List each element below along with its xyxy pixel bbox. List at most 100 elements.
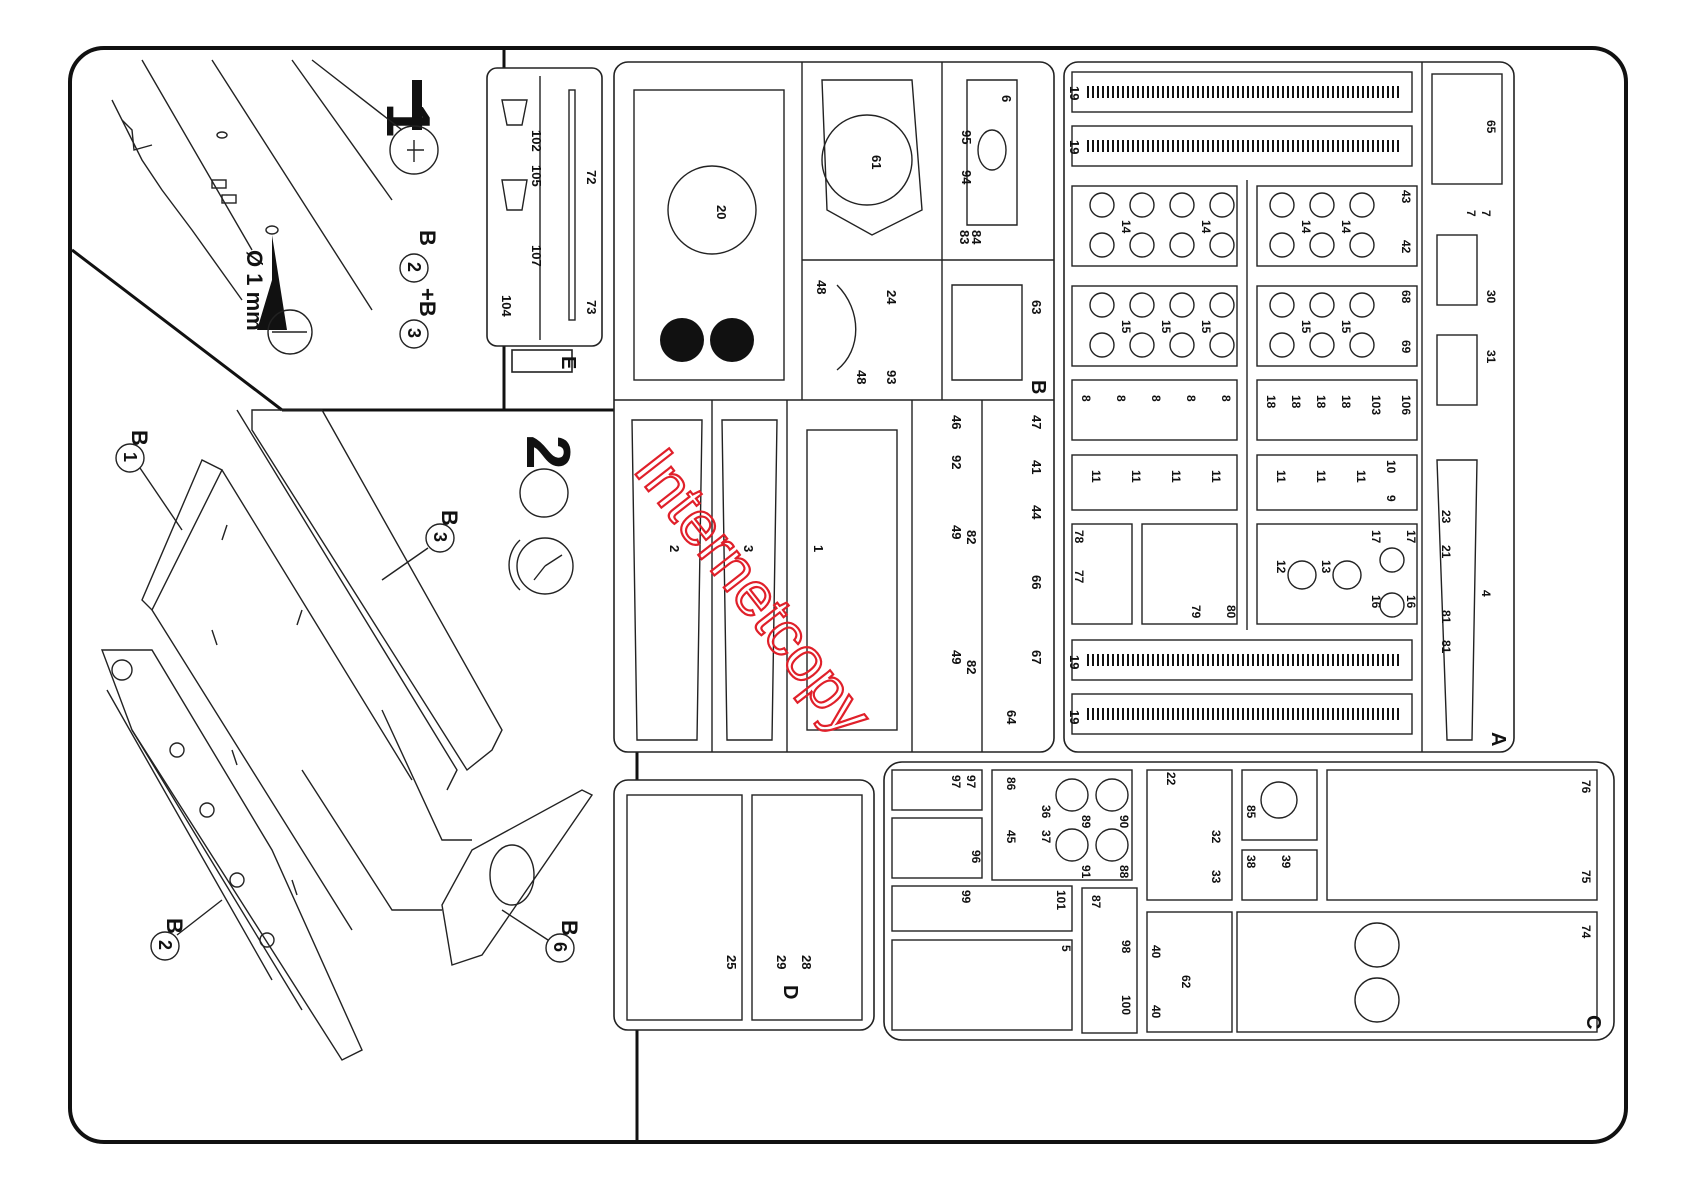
label-97b: 97 bbox=[949, 775, 963, 789]
road-wheel-hub-3 bbox=[229, 872, 245, 888]
label-103: 103 bbox=[1369, 395, 1383, 415]
sprue-d: 25 29 28 D bbox=[613, 779, 875, 1031]
label-14d: 14 bbox=[1339, 220, 1353, 234]
hull-side-b2-edges bbox=[106, 689, 303, 1011]
label-19c: 19 bbox=[1067, 655, 1082, 669]
label-28: 28 bbox=[799, 955, 814, 969]
label-20: 20 bbox=[714, 205, 729, 219]
box-11 bbox=[1071, 454, 1238, 511]
hull-slot-1 bbox=[211, 179, 227, 189]
rear-plate-b6 bbox=[441, 789, 594, 966]
sprue-a: 19 19 14 14 14 14 43 42 15 15 bbox=[1063, 61, 1515, 753]
callout-b1: B 1 bbox=[115, 430, 183, 531]
label-11f: 11 bbox=[1314, 470, 1328, 483]
sprue-e-label-72: 72 bbox=[584, 170, 599, 184]
callout-b1-number: 1 bbox=[120, 452, 140, 462]
part-88 bbox=[1095, 828, 1129, 862]
label-14c: 14 bbox=[1299, 220, 1313, 234]
callout-b3: B 3 bbox=[381, 510, 462, 581]
part-65 bbox=[1431, 73, 1503, 185]
part-74-hull bbox=[1236, 911, 1598, 1033]
callout-b6-number: 6 bbox=[550, 942, 570, 952]
part-48-cable bbox=[836, 284, 857, 371]
parts-28-29 bbox=[751, 794, 863, 1021]
label-38: 38 bbox=[1244, 855, 1258, 869]
label-99: 99 bbox=[959, 890, 973, 904]
road-wheel-hub-1 bbox=[169, 742, 185, 758]
label-40a: 40 bbox=[1149, 945, 1163, 959]
label-25: 25 bbox=[724, 955, 739, 969]
callout-b3-leader bbox=[381, 547, 429, 581]
direction-arrows bbox=[211, 524, 303, 896]
hull-slot-2 bbox=[221, 194, 237, 204]
label-36: 36 bbox=[1039, 805, 1053, 819]
label-12: 12 bbox=[1274, 560, 1288, 574]
label-101: 101 bbox=[1054, 890, 1068, 910]
box-15 bbox=[1071, 285, 1238, 367]
step1-number-glyph bbox=[412, 80, 422, 130]
box-79-80 bbox=[1141, 523, 1238, 625]
clock-hands bbox=[533, 554, 563, 581]
label-8b: 8 bbox=[1114, 395, 1128, 402]
road-wheel-hub-2 bbox=[199, 802, 215, 818]
label-11g: 11 bbox=[1354, 470, 1368, 483]
label-95: 95 bbox=[959, 130, 974, 144]
box-15b bbox=[1256, 285, 1418, 367]
box-12-13 bbox=[1256, 523, 1418, 625]
road-wheel-hub-4 bbox=[259, 932, 275, 948]
label-45: 45 bbox=[1004, 830, 1018, 844]
box-14b bbox=[1256, 185, 1418, 267]
instruction-sheet: 1 B 2 +B 3 Ø 1 mm 2 bbox=[68, 46, 1628, 1144]
label-15a: 15 bbox=[1119, 320, 1133, 334]
hull-edge bbox=[111, 99, 243, 301]
label-21: 21 bbox=[1439, 545, 1453, 559]
label-90: 90 bbox=[1117, 815, 1131, 829]
box-75-76 bbox=[1326, 769, 1598, 901]
sprue-c-frame bbox=[883, 761, 1615, 1041]
label-98: 98 bbox=[1119, 940, 1133, 954]
cement-icon bbox=[519, 468, 569, 518]
label-15c: 15 bbox=[1199, 320, 1213, 334]
label-106: 106 bbox=[1399, 395, 1413, 415]
label-8d: 8 bbox=[1184, 395, 1198, 402]
track-19-a bbox=[1071, 71, 1413, 113]
box-8 bbox=[1071, 379, 1238, 441]
hull-hole bbox=[216, 131, 228, 139]
sprue-e-label-73: 73 bbox=[584, 300, 599, 314]
hull-side-b3-edge bbox=[236, 409, 458, 791]
label-15e: 15 bbox=[1339, 320, 1353, 334]
label-94: 94 bbox=[959, 170, 974, 185]
callout-b3-letter: B bbox=[437, 510, 462, 526]
part-89 bbox=[1055, 778, 1089, 812]
label-33: 33 bbox=[1209, 870, 1223, 884]
rear-plate-hole bbox=[489, 844, 535, 906]
step1-part-plus-b: +B bbox=[415, 288, 440, 317]
hull-side-b3 bbox=[251, 409, 503, 772]
label-23: 23 bbox=[1439, 510, 1453, 524]
label-3: 3 bbox=[741, 545, 756, 552]
label-18d: 18 bbox=[1339, 395, 1353, 409]
callout-b2-leader bbox=[176, 899, 223, 936]
drill-size: Ø 1 mm bbox=[242, 250, 267, 331]
track-19-b bbox=[1071, 125, 1413, 167]
part-91 bbox=[1055, 828, 1089, 862]
step1-panel: 1 B 2 +B 3 Ø 1 mm bbox=[111, 59, 442, 355]
part-4 bbox=[1436, 459, 1478, 741]
label-15d: 15 bbox=[1299, 320, 1313, 334]
part-96 bbox=[891, 817, 983, 879]
sprue-e-label-104: 104 bbox=[499, 295, 514, 317]
label-40b: 40 bbox=[1149, 1005, 1163, 1019]
label-81a: 81 bbox=[1439, 610, 1453, 624]
label-48a: 48 bbox=[814, 280, 829, 294]
label-47: 47 bbox=[1029, 415, 1044, 429]
sprue-e-parts-top bbox=[501, 99, 528, 211]
hull-plate-b1 bbox=[141, 459, 223, 612]
label-82a: 82 bbox=[964, 530, 979, 544]
part-20-deck bbox=[633, 89, 785, 381]
label-82b: 82 bbox=[964, 660, 979, 674]
callout-b1-leader bbox=[139, 467, 183, 531]
label-15b: 15 bbox=[1159, 320, 1173, 334]
label-78: 78 bbox=[1072, 530, 1086, 544]
label-85: 85 bbox=[1244, 805, 1258, 819]
label-6: 6 bbox=[999, 95, 1014, 102]
